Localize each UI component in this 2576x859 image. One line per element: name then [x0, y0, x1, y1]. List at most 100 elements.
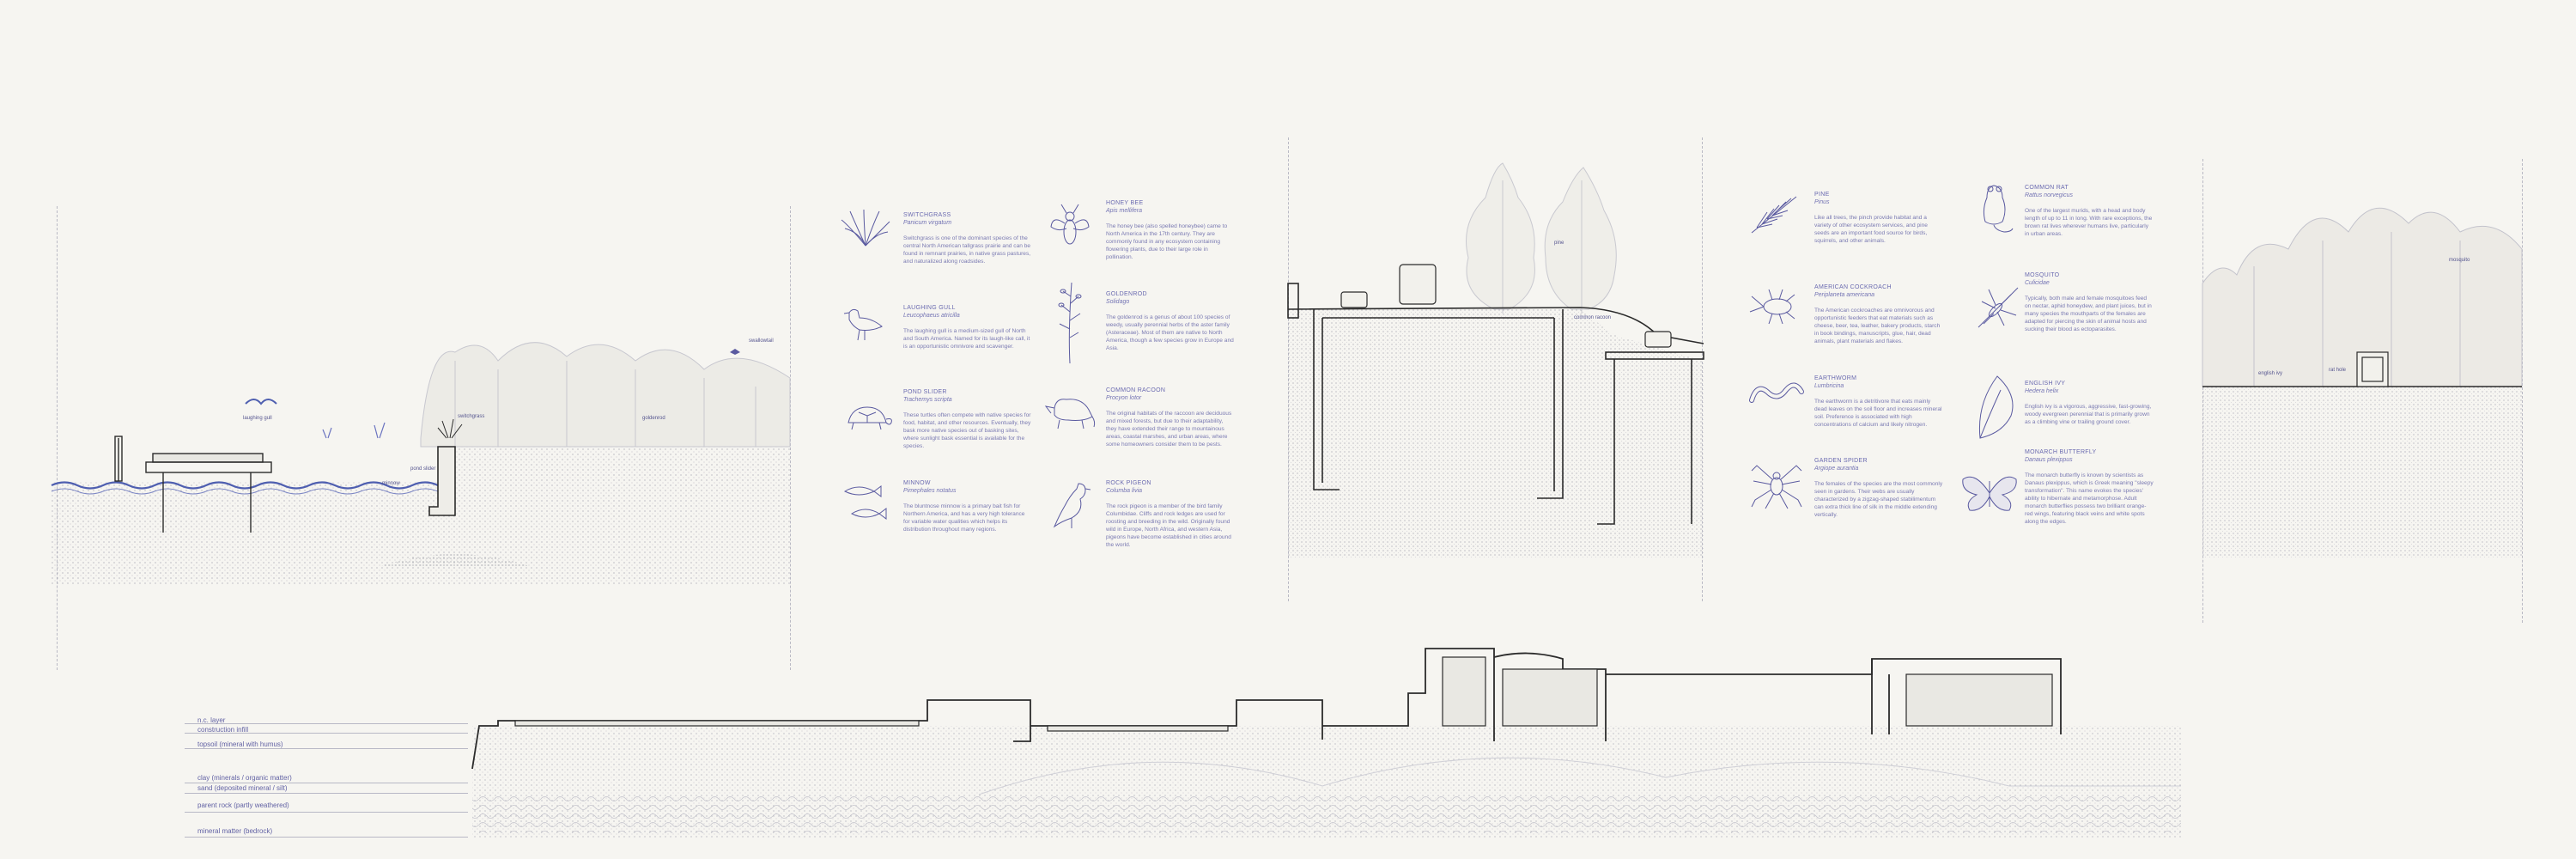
- label-ivy: english ivy: [2258, 371, 2283, 376]
- species-name: MINNOW: [903, 480, 931, 486]
- soil-legend-line: [185, 748, 468, 749]
- species-name: MOSQUITO: [2025, 272, 2060, 278]
- butterfly-icon: [1962, 476, 2017, 511]
- label-minnow: minnow: [382, 481, 400, 486]
- species-name: ROCK PIGEON: [1106, 480, 1151, 486]
- species-desc: Like all trees, the pinch provide habita…: [1814, 215, 1928, 244]
- ivy-icon: [1978, 375, 2014, 439]
- soil-layer-label: topsoil (mineral with humus): [197, 740, 283, 748]
- pond-section: [51, 342, 791, 584]
- soil-layer-label: clay (minerals / organic matter): [197, 774, 292, 782]
- guide-line: [57, 206, 58, 670]
- species-latin: Columba livia: [1106, 488, 1143, 494]
- species-latin: Hedera helix: [2025, 388, 2059, 394]
- species-desc: The bluntnose minnow is a primary bait f…: [903, 503, 1025, 533]
- species-latin: Danaus plexippus: [2025, 457, 2073, 463]
- species-honey-bee: HONEY BEE Apis mellifera The honey bee (…: [1106, 199, 1278, 261]
- species-desc: Typically, both male and female mosquito…: [2025, 295, 2152, 332]
- soil-legend-line: [185, 733, 468, 734]
- woodland-section: [2202, 207, 2523, 558]
- species-common-rat: COMMON RAT Rattus norvegicus One of the …: [2025, 184, 2196, 238]
- species-name: AMERICAN COCKROACH: [1814, 284, 1892, 290]
- species-minnow: MINNOW Pimephales notatus The bluntnose …: [903, 479, 1075, 533]
- soil-legend-line: [185, 723, 468, 724]
- species-latin: Pinus: [1814, 199, 1830, 205]
- soil-layer-label: n.c. layer: [197, 716, 226, 724]
- species-latin: Culicidae: [2025, 280, 2050, 286]
- label-swallowtail: swallowtail: [749, 338, 774, 344]
- soil-layer-label: mineral matter (bedrock): [197, 827, 273, 835]
- species-desc: The goldenrod is a genus of about 100 sp…: [1106, 314, 1234, 351]
- soil-layer-label: parent rock (partly weathered): [197, 801, 289, 809]
- species-latin: Trachemys scripta: [903, 397, 952, 403]
- species-desc: The rock pigeon is a member of the bird …: [1106, 503, 1231, 548]
- species-desc: The laughing gull is a medium-sized gull…: [903, 328, 1030, 350]
- species-pine: PINE Pinus Like all trees, the pinch pro…: [1814, 191, 1986, 245]
- soil-legend-line: [185, 793, 468, 794]
- label-pond-slider: pond slider: [410, 466, 436, 472]
- long-section: [471, 648, 2181, 838]
- pine-icon: [1751, 196, 1797, 234]
- species-latin: Panicum virgatum: [903, 220, 952, 226]
- label-goldenrod: goldenrod: [642, 416, 665, 421]
- pigeon-icon: [1053, 483, 1091, 528]
- species-desc: The honey bee (also spelled honeybee) ca…: [1106, 223, 1228, 260]
- species-pond-slider: POND SLIDER Trachemys scripta These turt…: [903, 388, 1075, 450]
- species-english-ivy: ENGLISH IVY Hedera helix English ivy is …: [2025, 380, 2196, 426]
- species-desc: Switchgrass is one of the dominant speci…: [903, 235, 1031, 265]
- species-goldenrod: GOLDENROD Solidago The goldenrod is a ge…: [1106, 290, 1278, 352]
- species-name: LAUGHING GULL: [903, 305, 956, 311]
- species-switchgrass: SWITCHGRASS Panicum virgatum Switchgrass…: [903, 211, 1075, 265]
- species-name: MONARCH BUTTERFLY: [2025, 449, 2097, 455]
- guide-line: [2522, 159, 2523, 623]
- species-latin: Solidago: [1106, 299, 1130, 305]
- species-name: GOLDENROD: [1106, 291, 1147, 297]
- species-desc: The American cockroaches are omnivorous …: [1814, 308, 1941, 344]
- label-laughing-gull: laughing gull: [243, 416, 272, 421]
- label-common-racoon: common racoon: [1574, 315, 1612, 320]
- species-name: POND SLIDER: [903, 389, 947, 395]
- species-garden-spider: GARDEN SPIDER Argiope aurantia The femal…: [1814, 457, 1986, 519]
- earthworm-icon: [1749, 382, 1804, 403]
- species-name: COMMON RAT: [2025, 185, 2069, 191]
- species-desc: One of the largest murids, with a head a…: [2025, 208, 2153, 237]
- species-latin: Rattus norvegicus: [2025, 192, 2074, 198]
- species-desc: The earthworm is a detritivore that eats…: [1814, 399, 1942, 428]
- raccoon-icon: [1044, 399, 1096, 430]
- goldenrod-icon: [1058, 282, 1082, 364]
- species-latin: Pimephales notatus: [903, 488, 957, 494]
- soil-layer-label: construction infill: [197, 726, 249, 734]
- species-earthworm: EARTHWORM Lumbricina The earthworm is a …: [1814, 375, 1986, 429]
- species-desc: The females of the species are the most …: [1814, 481, 1943, 518]
- species-rock-pigeon: ROCK PIGEON Columba livia The rock pigeo…: [1106, 479, 1278, 549]
- cockroach-icon: [1749, 289, 1795, 325]
- species-desc: The original habitats of the raccoon are…: [1106, 411, 1232, 448]
- label-rat: rat hole: [2329, 368, 2347, 373]
- species-name: COMMON RACOON: [1106, 387, 1166, 393]
- label-switchgrass: switchgrass: [458, 414, 485, 419]
- bee-icon: [1050, 204, 1090, 245]
- fish-icon: [843, 485, 887, 520]
- species-latin: Apis mellifera: [1106, 208, 1143, 214]
- building-section: [1287, 162, 1704, 558]
- turtle-icon: [848, 406, 892, 430]
- spider-icon: [1751, 465, 1802, 509]
- species-name: ENGLISH IVY: [2025, 381, 2066, 387]
- species-latin: Leucophaeus atricilla: [903, 313, 960, 319]
- species-name: HONEY BEE: [1106, 200, 1144, 206]
- soil-layer-label: sand (deposited mineral / silt): [197, 784, 288, 792]
- species-name: SWITCHGRASS: [903, 212, 951, 218]
- species-common-racoon: COMMON RACOON Procyon lotor The original…: [1106, 387, 1278, 448]
- species-name: EARTHWORM: [1814, 375, 1857, 381]
- soil-legend-line: [185, 812, 468, 813]
- species-desc: The monarch butterfly is known by scient…: [2025, 472, 2154, 525]
- species-name: PINE: [1814, 192, 1830, 198]
- rat-icon: [1983, 185, 2014, 233]
- grass-icon: [841, 209, 890, 247]
- label-pine: pine: [1554, 241, 1564, 246]
- species-latin: Lumbricina: [1814, 383, 1844, 389]
- species-desc: These turtles often compete with native …: [903, 412, 1031, 449]
- species-latin: Procyon lotor: [1106, 395, 1142, 401]
- species-latin: Periplaneta americana: [1814, 292, 1875, 298]
- species-monarch-butterfly: MONARCH BUTTERFLY Danaus plexippus The m…: [2025, 448, 2196, 526]
